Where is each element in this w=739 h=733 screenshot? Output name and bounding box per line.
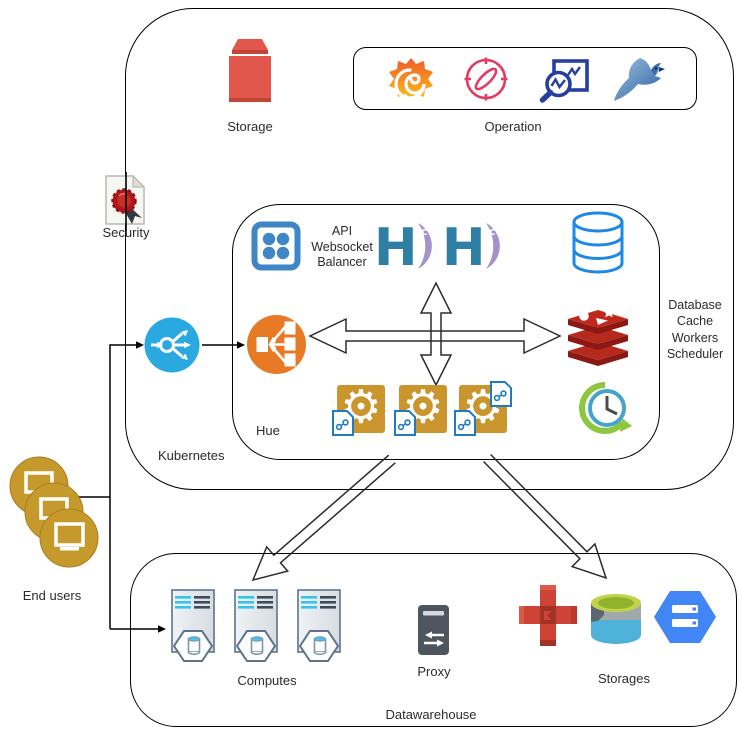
- arrowhead-to-elb: [237, 341, 245, 349]
- kubernetes-box: [125, 8, 734, 490]
- hue-server-h-icon: H c: [372, 213, 438, 279]
- datawarehouse-box: [130, 553, 737, 727]
- computes-label: Computes: [237, 673, 297, 688]
- compute-server-icon: [234, 589, 278, 666]
- proxy-label: Proxy: [417, 664, 451, 679]
- arrowhead-to-computes: [158, 625, 166, 633]
- hue-box: [232, 204, 660, 460]
- api-balancer-chip-icon: [251, 221, 301, 271]
- ingress-loadbalancer-icon: [144, 317, 200, 373]
- storages-label: Storages: [597, 671, 651, 686]
- data-lake-storage-icon: [589, 584, 643, 649]
- svg-text:c: c: [421, 225, 428, 238]
- operation-box: [353, 47, 697, 110]
- task-document-icon: [394, 410, 416, 436]
- storage-bucket-icon: [222, 36, 278, 116]
- worker-gear-icon: ⚙: [454, 381, 512, 436]
- security-label: Security: [102, 225, 150, 240]
- elb-loadbalancer-icon: [246, 314, 307, 375]
- compute-server-icon: [171, 589, 215, 666]
- storage-label: Storage: [227, 119, 273, 134]
- connector-endusers-trunk: [109, 344, 137, 629]
- log-search-icon: [536, 57, 590, 103]
- kubernetes-label: Kubernetes: [158, 448, 225, 463]
- worker-gear-icon: ⚙: [394, 384, 447, 436]
- security-certificate-icon: [101, 174, 149, 226]
- compute-server-icon: [297, 589, 341, 666]
- gcs-storage-icon: [652, 589, 718, 645]
- grafana-icon: [389, 57, 433, 101]
- arrow-hue-to-storages: [482, 453, 608, 580]
- database-cylinder-icon: [570, 210, 626, 276]
- svg-text:H: H: [442, 218, 486, 278]
- end-users-icon: [3, 452, 103, 570]
- end-users-label: End users: [22, 588, 82, 603]
- task-document-icon: [490, 381, 512, 407]
- scheduler-clock-icon: [576, 382, 632, 440]
- services-stack-label: Database Cache Workers Scheduler: [666, 298, 724, 361]
- redis-cache-icon: [566, 306, 630, 366]
- task-document-icon: [332, 410, 354, 436]
- task-document-icon: [454, 410, 476, 436]
- bird-icon: [612, 55, 666, 103]
- svg-text:H: H: [374, 218, 418, 278]
- proxy-server-icon: [416, 604, 451, 657]
- arrowhead-to-ingress: [136, 341, 144, 349]
- svg-text:c: c: [489, 225, 496, 238]
- operation-label: Operation: [484, 119, 542, 134]
- compass-icon: [463, 56, 509, 102]
- worker-gear-icon: ⚙: [332, 384, 385, 436]
- hue-server-h-icon: H c: [440, 213, 506, 279]
- arrow-vertical-servers-workers: [419, 281, 453, 387]
- arrow-hue-to-computes: [251, 454, 396, 582]
- s3-storage-icon: [517, 583, 579, 648]
- api-balancer-label: API Websocket Balancer: [311, 224, 373, 270]
- datawarehouse-label: Datawarehouse: [385, 707, 477, 722]
- hue-label: Hue: [256, 423, 280, 438]
- arrow-horizontal-elb-redis: [308, 317, 562, 355]
